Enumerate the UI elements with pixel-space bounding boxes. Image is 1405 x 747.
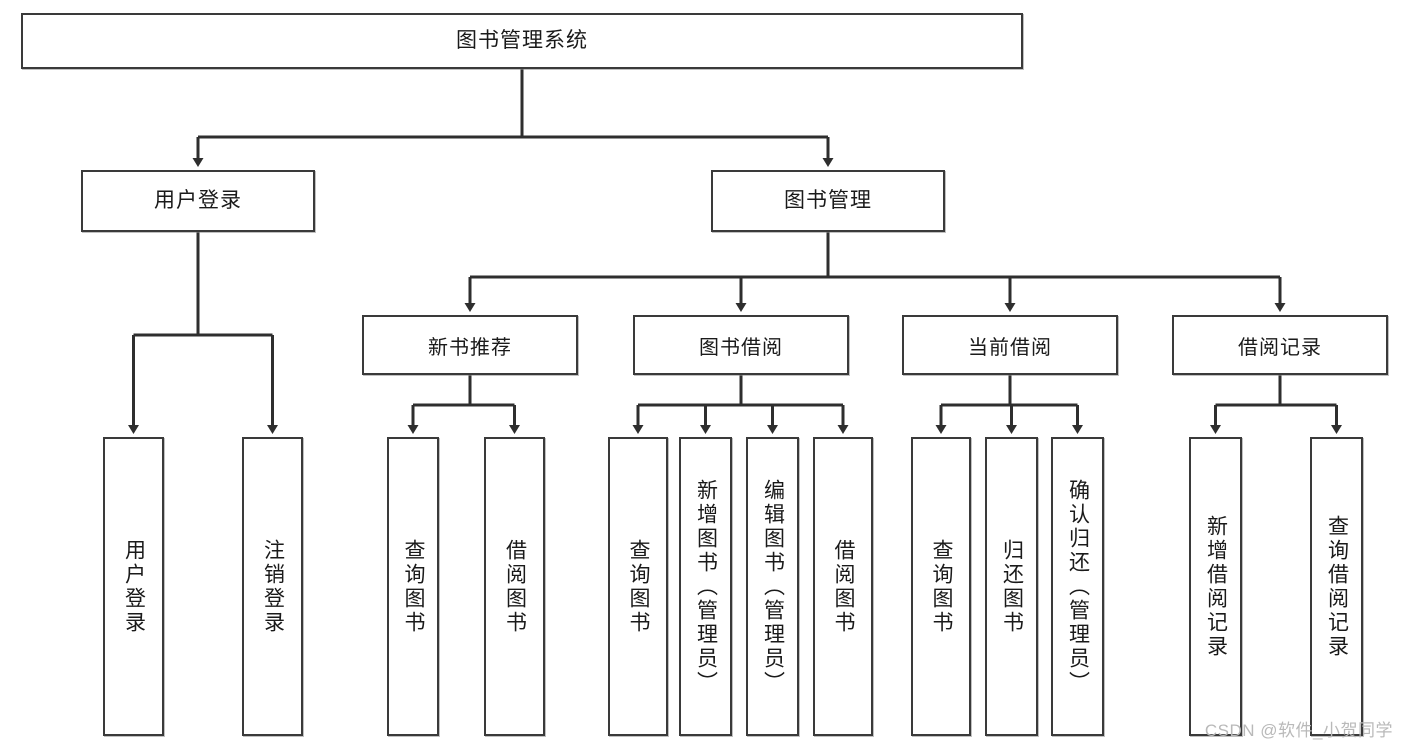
node-current-borrow-label: 当前借阅: [968, 336, 1052, 359]
node-leaf-return-book-label: 归还图书: [1000, 538, 1024, 635]
node-leaf-logout-login-label: 注销登录: [261, 538, 285, 635]
node-leaf-user-login[interactable]: 用户登录: [103, 437, 164, 736]
node-borrow-record-label: 借阅记录: [1238, 336, 1322, 359]
node-root[interactable]: 图书管理系统: [21, 13, 1023, 69]
node-leaf-return-book[interactable]: 归还图书: [985, 437, 1038, 736]
node-new-book-recommend-label: 新书推荐: [428, 336, 512, 359]
node-user-login-label: 用户登录: [154, 189, 242, 213]
node-book-manage-label: 图书管理: [784, 189, 872, 213]
node-book-borrow[interactable]: 图书借阅: [633, 315, 849, 375]
node-leaf-query-book-2-label: 查询图书: [627, 538, 651, 635]
node-leaf-query-book-3-label: 查询图书: [930, 538, 954, 635]
watermark: CSDN @软件_小贺同学: [1204, 721, 1393, 740]
node-leaf-query-book-1[interactable]: 查询图书: [387, 437, 439, 736]
node-leaf-query-book-1-label: 查询图书: [402, 538, 426, 635]
node-leaf-edit-book-label: 编辑图书（管理员）: [761, 478, 785, 695]
node-leaf-add-book[interactable]: 新增图书（管理员）: [679, 437, 732, 736]
node-leaf-borrow-book-2[interactable]: 借阅图书: [813, 437, 873, 736]
node-leaf-add-record-label: 新增借阅记录: [1204, 514, 1228, 659]
node-current-borrow[interactable]: 当前借阅: [902, 315, 1118, 375]
node-leaf-confirm-return-label: 确认归还（管理员）: [1066, 478, 1090, 695]
node-leaf-query-record[interactable]: 查询借阅记录: [1310, 437, 1363, 736]
node-book-borrow-label: 图书借阅: [699, 336, 783, 359]
node-leaf-borrow-book-1-label: 借阅图书: [503, 538, 527, 635]
node-new-book-recommend[interactable]: 新书推荐: [362, 315, 578, 375]
node-leaf-add-record[interactable]: 新增借阅记录: [1189, 437, 1242, 736]
node-borrow-record[interactable]: 借阅记录: [1172, 315, 1388, 375]
node-leaf-logout-login[interactable]: 注销登录: [242, 437, 303, 736]
node-leaf-query-book-3[interactable]: 查询图书: [911, 437, 971, 736]
node-leaf-confirm-return[interactable]: 确认归还（管理员）: [1051, 437, 1104, 736]
node-leaf-borrow-book-1[interactable]: 借阅图书: [484, 437, 545, 736]
node-leaf-borrow-book-2-label: 借阅图书: [832, 538, 856, 635]
node-book-manage[interactable]: 图书管理: [711, 170, 945, 232]
node-root-label: 图书管理系统: [456, 29, 588, 53]
node-leaf-edit-book[interactable]: 编辑图书（管理员）: [746, 437, 799, 736]
node-leaf-query-book-2[interactable]: 查询图书: [608, 437, 668, 736]
node-user-login[interactable]: 用户登录: [81, 170, 315, 232]
node-leaf-user-login-label: 用户登录: [122, 538, 146, 635]
node-leaf-add-book-label: 新增图书（管理员）: [694, 478, 718, 695]
node-leaf-query-record-label: 查询借阅记录: [1325, 514, 1349, 659]
